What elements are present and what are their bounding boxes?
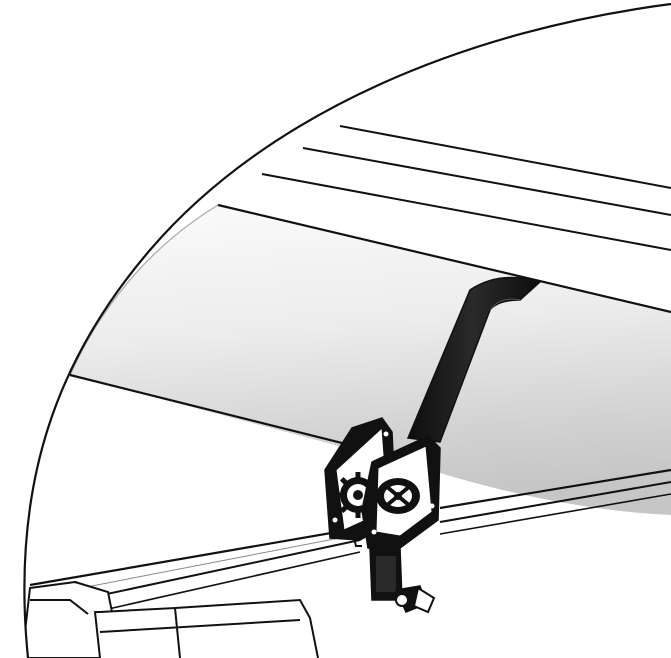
roof-rack-bar: [29, 468, 671, 613]
strap-winch: [324, 417, 441, 614]
strap-spool: [376, 478, 420, 514]
wing-nut: [394, 585, 436, 614]
magnified-view: [24, 125, 671, 658]
magnifier-circle-outline: [23, 2, 671, 658]
rack-foot: [24, 580, 319, 658]
tie-down-strap: [406, 276, 542, 443]
background-lines: [261, 125, 671, 251]
